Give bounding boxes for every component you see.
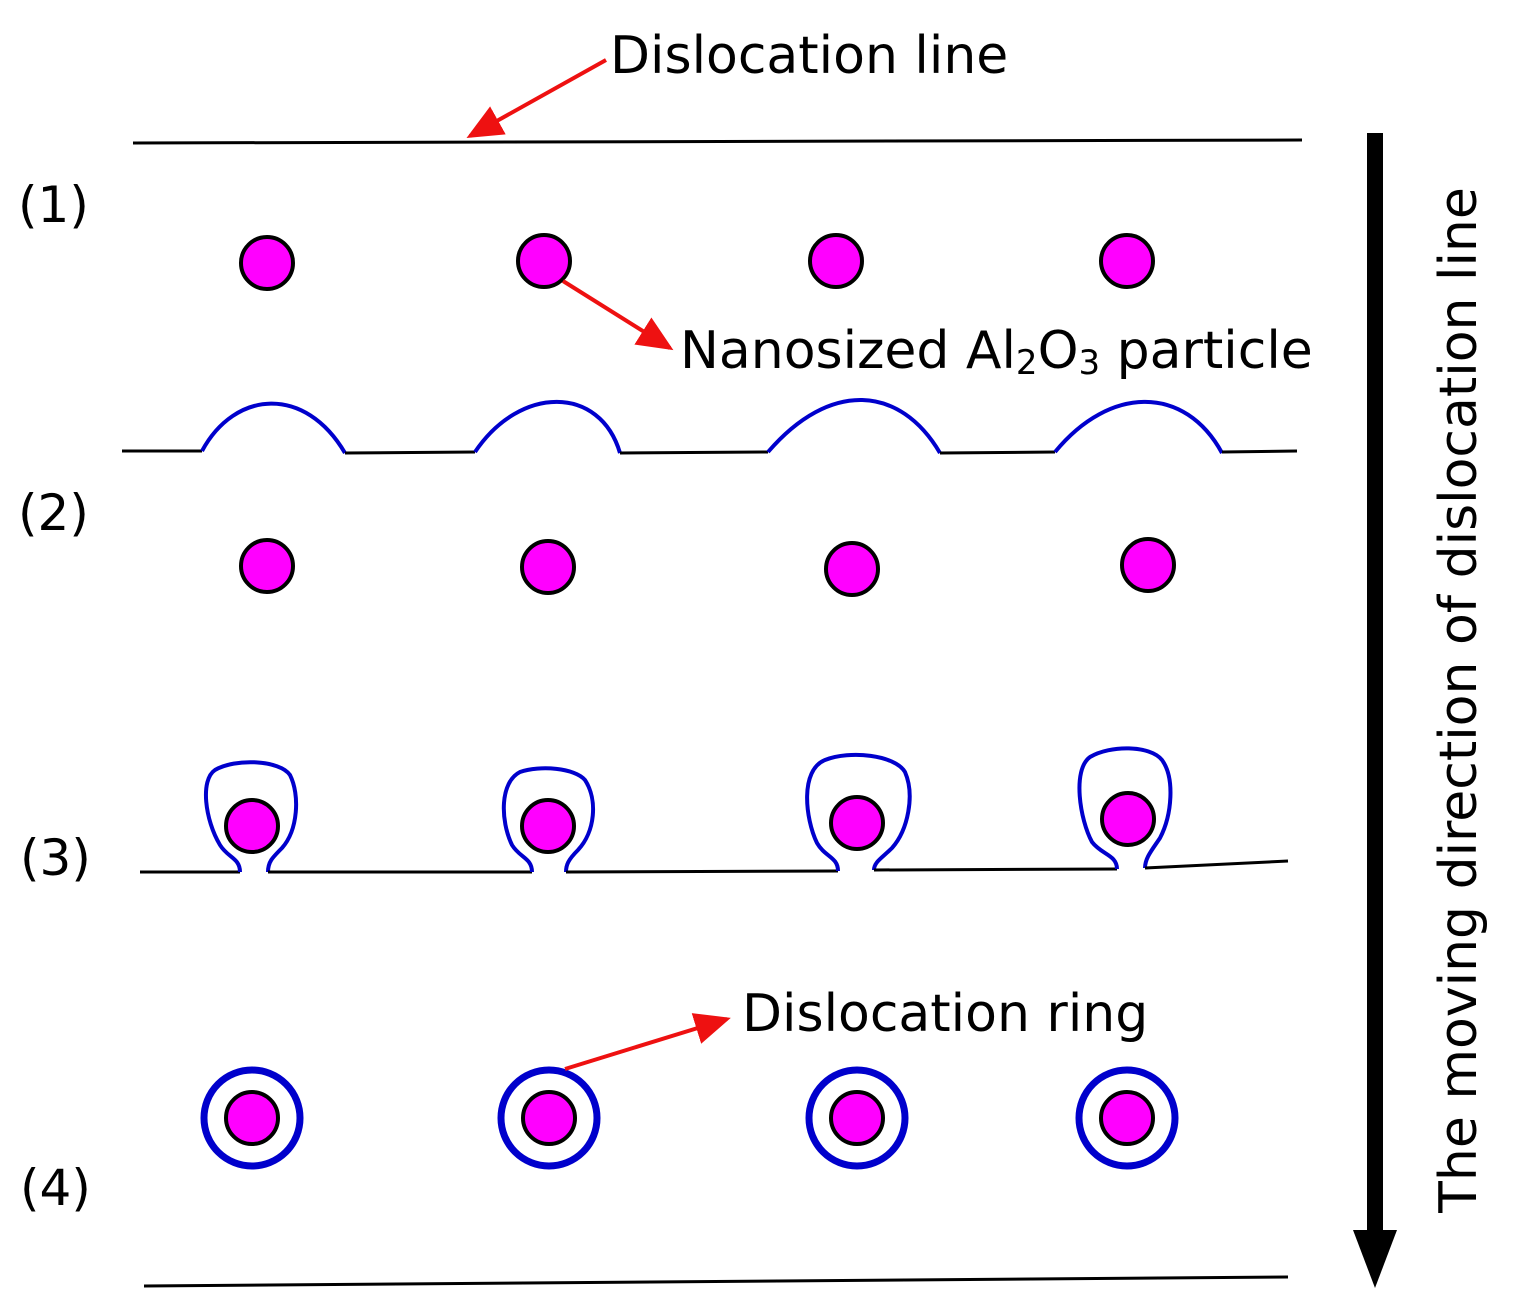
dislocation-line-arrow (466, 58, 607, 138)
dislocation-line-2 (122, 398, 1298, 455)
dislocation-line-3 (140, 746, 1289, 874)
dislocation-ring (1075, 1066, 1179, 1170)
dislocation-ring (805, 1066, 909, 1170)
dislocation-ring-label: Dislocation ring (742, 984, 1148, 1044)
stage-label-1: (1) (18, 176, 89, 234)
dislocation-line-label: Dislocation line (610, 26, 1008, 86)
particle (1120, 537, 1176, 593)
dislocation-line-5 (143, 1275, 1289, 1288)
particle (239, 538, 295, 594)
particle (224, 798, 280, 854)
particle (1100, 791, 1156, 847)
particle (829, 1090, 885, 1146)
stage-label-4: (4) (20, 1159, 91, 1217)
particle (520, 798, 576, 854)
dislocation-ring (200, 1066, 304, 1170)
particle (824, 541, 880, 597)
particle (1099, 1090, 1155, 1146)
direction-label: The moving direction of dislocation line (1429, 187, 1489, 1214)
dislocation-line-1 (132, 138, 1303, 145)
particle (1099, 233, 1155, 289)
dislocation-ring-arrow (564, 1013, 731, 1071)
particle (520, 539, 576, 595)
stage-label-3: (3) (20, 829, 91, 887)
direction-arrow (1353, 133, 1397, 1288)
particle-label: Nanosized Al2O3 particle (680, 321, 1313, 383)
particle (224, 1090, 280, 1146)
particle (239, 235, 295, 291)
particle-arrow (561, 279, 674, 351)
particle (829, 795, 885, 851)
particle (521, 1090, 577, 1146)
dislocation-ring (497, 1066, 601, 1170)
particle (808, 233, 864, 289)
stage-label-2: (2) (18, 484, 89, 542)
particle (516, 233, 572, 289)
